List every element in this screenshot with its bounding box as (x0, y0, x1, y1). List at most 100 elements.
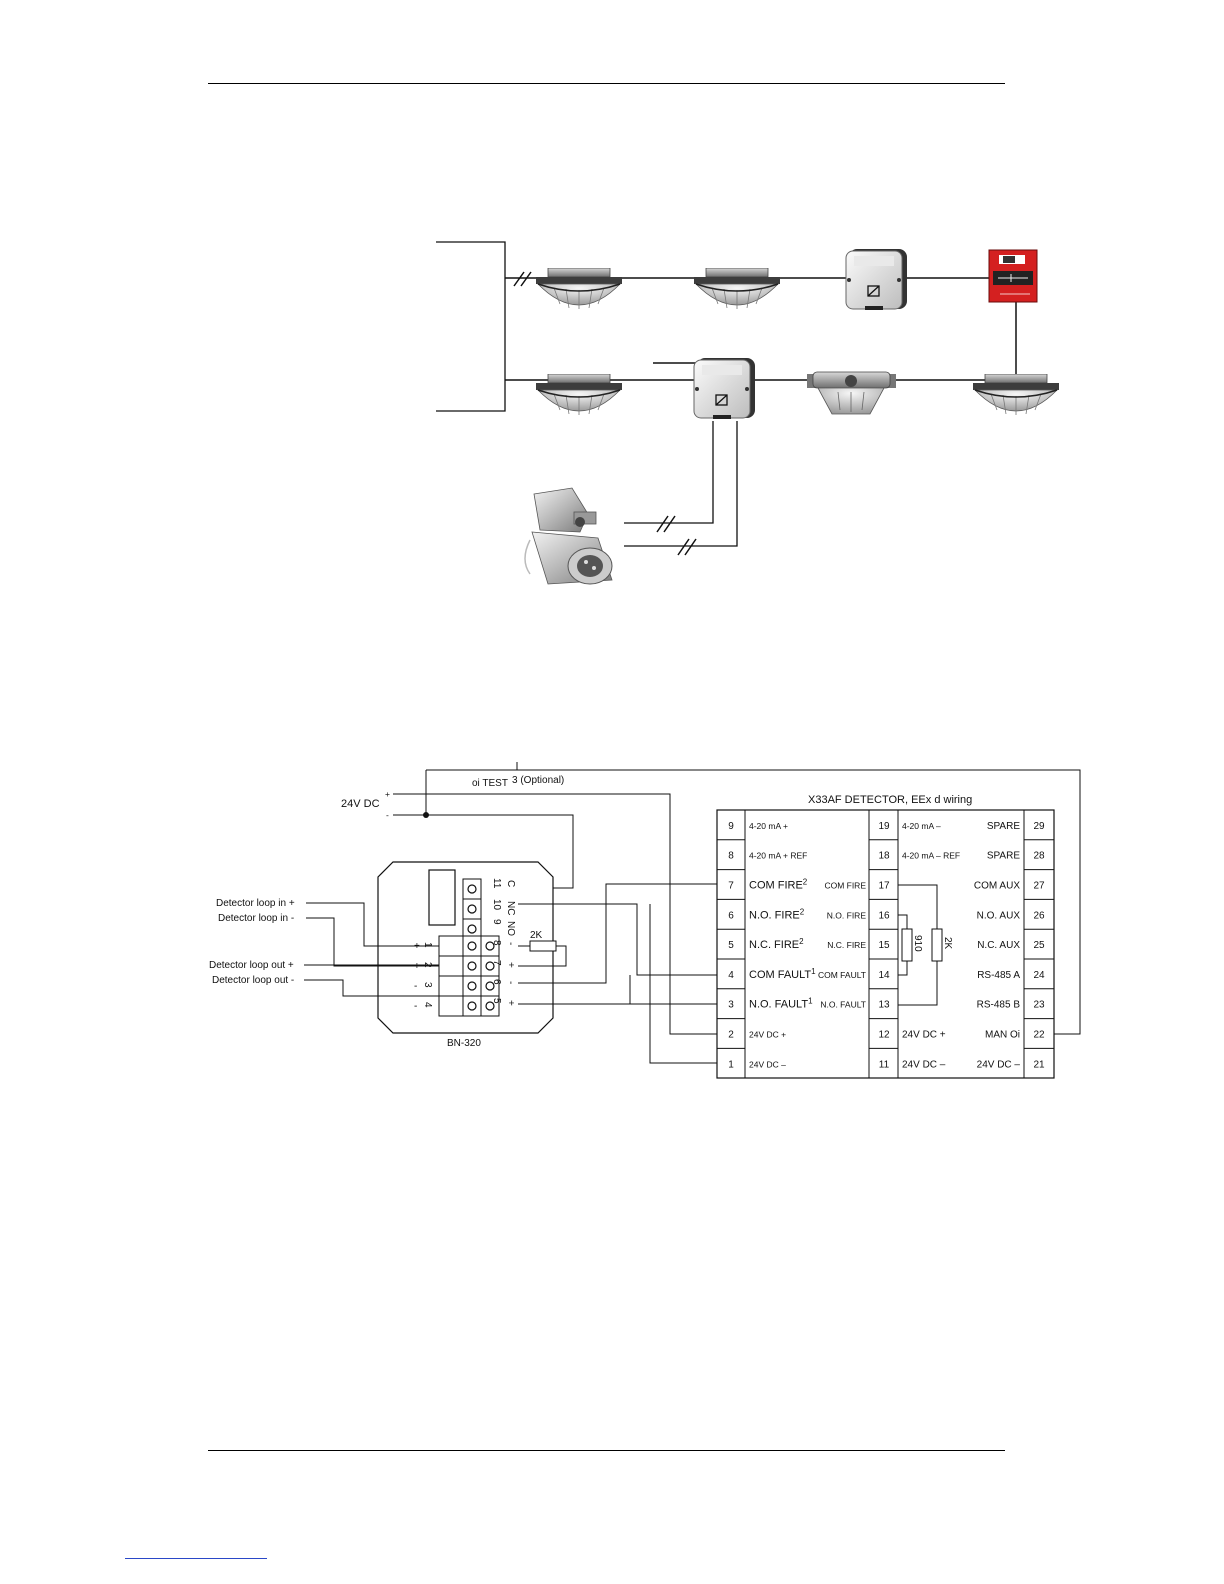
terminal-label: 4-20 mA – (902, 821, 941, 831)
footnote-marker: 2 (800, 907, 805, 916)
terminal-label: RS-485 A (977, 970, 1020, 981)
terminal-label: 24V DC + (749, 1030, 786, 1040)
x33-title: X33AF DETECTOR, EEx d wiring (808, 794, 972, 806)
loop-labels: Detector loop in + Detector loop in - Dete… (209, 898, 439, 997)
terminal-screw-icon (485, 961, 495, 971)
loop-label: Detector loop in + (216, 898, 295, 909)
terminal-number: 17 (878, 881, 890, 892)
interface-box-icon (693, 357, 756, 420)
flame-detector-icon (524, 487, 613, 585)
terminal-number: 12 (878, 1030, 890, 1041)
terminal-number: 14 (878, 970, 890, 981)
terminal-number: 18 (878, 851, 890, 862)
footnote-marker: 2 (803, 878, 808, 887)
terminal-number: 1 (728, 1059, 734, 1070)
terminal-sublabel: N.O. FAULT (820, 1000, 866, 1010)
x33-terminal-block (716, 809, 1055, 1079)
terminal-number: 13 (878, 1000, 890, 1011)
terminal-sublabel: COM FAULT (818, 970, 866, 980)
relay-label: - (505, 942, 516, 945)
terminal-label: N.C. AUX (977, 940, 1020, 951)
test-switch-symbol (507, 762, 528, 771)
terminal-sublabel: COM FIRE (824, 881, 866, 891)
supply-return-wire (649, 904, 717, 1064)
terminal-screw-icon (467, 904, 477, 914)
terminal-sign: - (414, 1001, 417, 1012)
smoke-detector-icon (535, 374, 623, 416)
terminal-number: 15 (878, 940, 890, 951)
terminal-number: 29 (1033, 821, 1045, 832)
terminal-screw-icon (467, 884, 477, 894)
relay-label: + (505, 962, 516, 968)
resistor-2k-wire (518, 945, 567, 967)
branch-wire-1 (624, 421, 714, 524)
terminal-label: N.O. FAULT1 (749, 997, 813, 1011)
heat-detector-icon (807, 371, 896, 415)
man-oi-wire (426, 769, 1081, 1035)
terminal-number: 21 (1033, 1059, 1045, 1070)
relay-number: 5 (491, 998, 502, 1004)
terminal-number: 1 (422, 942, 433, 948)
terminal-number: 5 (728, 940, 734, 951)
loop-wire (306, 902, 439, 947)
resistor-910-label: 910 (912, 935, 923, 952)
terminal-number: 3 (728, 1000, 734, 1011)
interface-box-icon (845, 248, 908, 311)
relay-number: 7 (491, 960, 502, 966)
supply-label: 24V DC (341, 798, 380, 810)
terminal-number: 22 (1033, 1030, 1045, 1041)
terminal-number: 23 (1033, 1000, 1045, 1011)
terminal-screw-icon (485, 981, 495, 991)
terminal-sublabel: N.O. FIRE (827, 910, 867, 920)
loop-wire (304, 979, 439, 997)
terminal-number: 4 (422, 1002, 433, 1008)
terminal-screw-icon (467, 1001, 477, 1011)
double-slash-mark (677, 538, 697, 556)
fire-com-wire (518, 883, 717, 984)
branch-wire-2 (624, 421, 738, 547)
terminal-number: 4 (728, 970, 734, 981)
test-optional-label: 3 (Optional) (512, 775, 564, 786)
relay-label: - (505, 981, 516, 984)
supply-plus-wire (393, 793, 717, 1035)
junction-dot (423, 812, 429, 818)
call-point-icon (988, 249, 1038, 303)
terminal-number: 26 (1033, 910, 1045, 921)
bn320-relay (428, 869, 456, 926)
relay-label: + (505, 1000, 516, 1006)
terminal-number: 6 (728, 910, 734, 921)
terminal-label: MAN Oi (985, 1030, 1020, 1041)
terminal-label: N.O. AUX (977, 910, 1021, 921)
terminal-label: RS-485 B (977, 1000, 1021, 1011)
relay-number: 9 (491, 919, 502, 925)
loop-wire (306, 917, 439, 967)
resistor-2k (529, 940, 557, 952)
terminal-screw-icon (485, 941, 495, 951)
bn320-label: BN-320 (447, 1038, 481, 1049)
relay-number: 8 (491, 940, 502, 946)
terminal-screw-icon (467, 941, 477, 951)
terminal-screw-icon (467, 961, 477, 971)
resistor-2k-label: 2K (530, 930, 543, 941)
double-slash-mark (656, 515, 676, 533)
terminal-number: 16 (878, 910, 890, 921)
loop-label: Detector loop out + (209, 960, 294, 971)
terminal-label: N.C. FIRE2 (749, 937, 804, 951)
test-label: oi TEST (472, 778, 508, 789)
loop-label: Detector loop in - (218, 913, 294, 924)
smoke-detector-icon (535, 268, 623, 310)
terminal-sublabel: N.C. FIRE (827, 940, 866, 950)
footnote-link-rule (125, 1558, 267, 1559)
fault-com-wire (518, 903, 717, 976)
internal-2k-wire (898, 884, 938, 1006)
terminal-number: 7 (728, 881, 734, 892)
terminal-label: SPARE (987, 851, 1020, 862)
terminal-number: 19 (878, 821, 890, 832)
wiring-diagram: 24V DC + - oi TEST 3 (Optional) BN-320 +… (209, 762, 1081, 1079)
terminal-label: 24V DC – (902, 1059, 946, 1070)
terminal-label: COM FAULT1 (749, 967, 816, 981)
terminal-screw-icon (485, 1001, 495, 1011)
terminal-label: 4-20 mA + (749, 821, 788, 831)
smoke-detector-icon (972, 374, 1060, 416)
